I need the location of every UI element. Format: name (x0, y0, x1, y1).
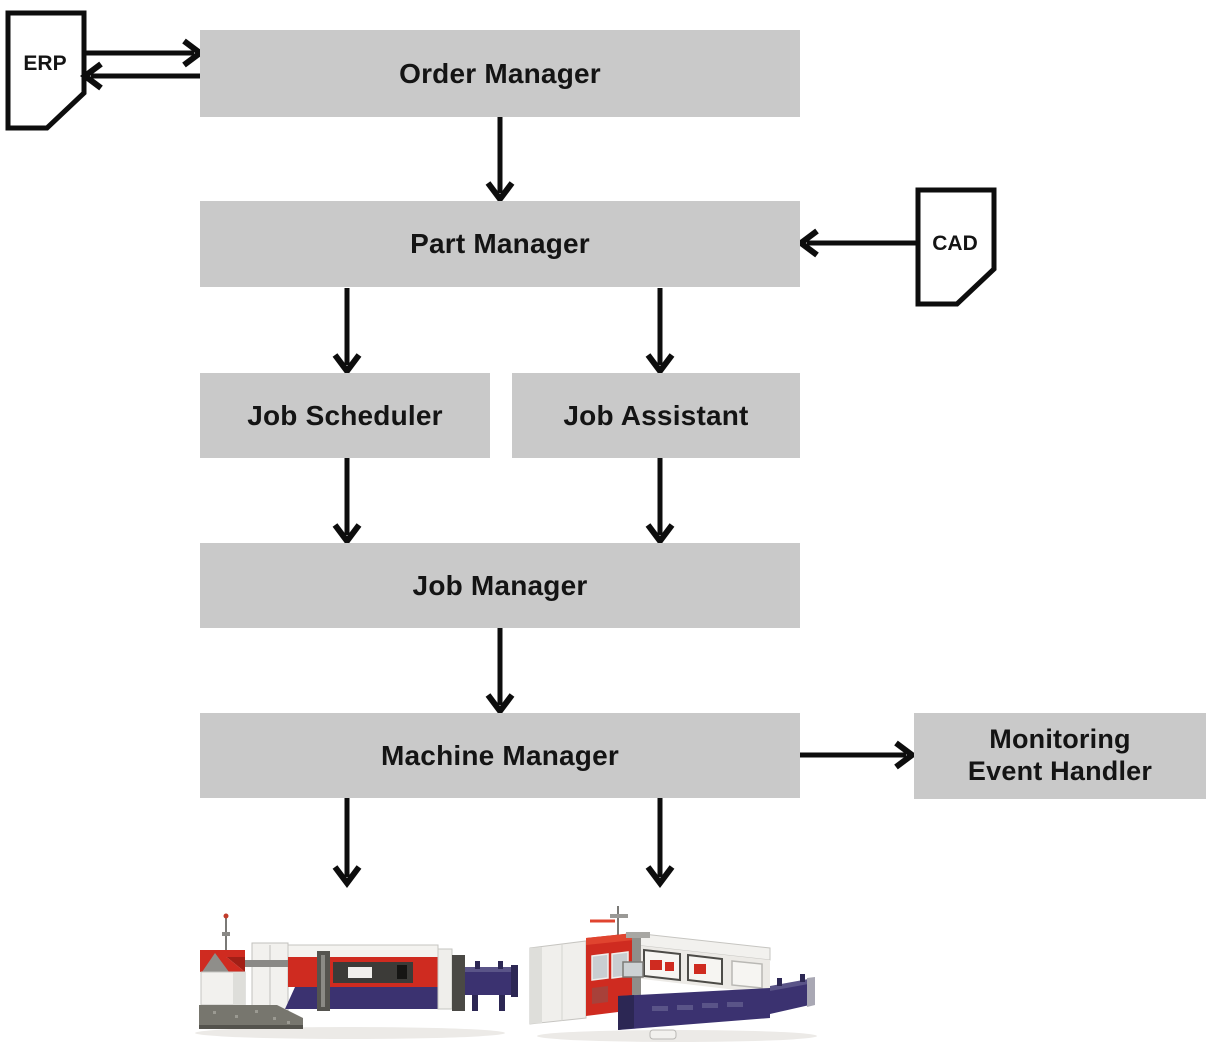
node-machine-manager-label: Machine Manager (381, 739, 619, 771)
node-job-scheduler-label: Job Scheduler (247, 399, 443, 431)
monitoring-line-2: Event Handler (967, 756, 1153, 786)
arrow-job-scheduler-to-job-manager (332, 458, 362, 546)
node-job-assistant-label: Job Assistant (563, 399, 749, 431)
arrow-part-manager-to-job-assistant (645, 288, 675, 376)
arrow-machine-manager-to-machine-2 (645, 798, 675, 888)
arrow-job-assistant-to-job-manager (645, 458, 675, 546)
node-monitoring-event-handler: Monitoring Event Handler (914, 713, 1206, 799)
arrow-order-manager-to-part-manager (485, 117, 515, 204)
monitoring-line-1: Monitoring (989, 724, 1131, 755)
node-part-manager: Part Manager (200, 201, 800, 287)
node-order-manager-label: Order Manager (399, 57, 601, 89)
node-monitoring-label: Monitoring Event Handler (968, 724, 1152, 788)
node-job-assistant: Job Assistant (512, 373, 800, 458)
cad-label: CAD (932, 232, 978, 255)
cad-document-shape: CAD (915, 187, 997, 307)
arrow-machine-manager-to-machine-1 (332, 798, 362, 888)
arrow-erp-to-order-manager (84, 38, 205, 68)
node-job-manager-label: Job Manager (412, 569, 588, 601)
arrow-order-manager-to-erp (80, 61, 200, 91)
node-part-manager-label: Part Manager (410, 228, 590, 259)
arrow-part-manager-to-job-scheduler (332, 288, 362, 376)
arrow-job-manager-to-machine-manager (485, 628, 515, 716)
node-order-manager: Order Manager (200, 30, 800, 117)
erp-document-shape: ERP (5, 10, 87, 131)
node-job-scheduler: Job Scheduler (200, 373, 490, 458)
erp-label: ERP (23, 52, 66, 75)
laser-machine-photo-2 (529, 906, 817, 1042)
laser-machine-photo-1 (195, 913, 518, 1039)
arrow-cad-to-part-manager (796, 228, 918, 258)
node-machine-manager: Machine Manager (200, 713, 800, 798)
node-job-manager: Job Manager (200, 543, 800, 628)
arrow-machine-manager-to-monitoring (800, 740, 917, 770)
